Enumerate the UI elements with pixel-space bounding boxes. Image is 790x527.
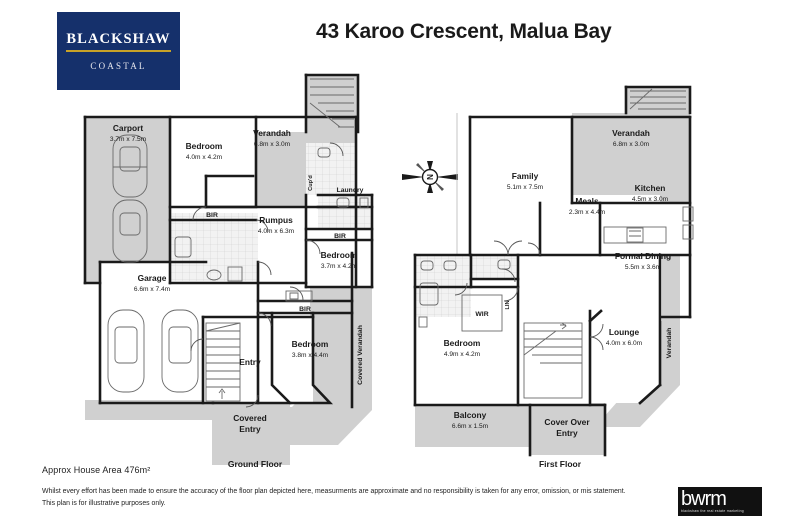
bedroom1-floor <box>170 117 256 217</box>
verandah-stair-area <box>306 75 358 132</box>
floorplan-svg: Carport 3.7m x 7.5m Bedroom 4.0m x 4.2m … <box>83 73 694 465</box>
compass-north-label: N <box>426 174 435 180</box>
carport-car-2 <box>112 199 148 263</box>
label-kitchen: Kitchen <box>635 183 666 193</box>
first-fixtures <box>418 88 694 399</box>
first-stairs <box>523 322 583 399</box>
label-meals: Meals <box>575 196 599 206</box>
label-bedroom-3: Bedroom <box>292 339 329 349</box>
first-floor-caption: First Floor <box>538 459 582 469</box>
label-formal-dining-dim: 5.5m x 3.6m <box>625 264 662 271</box>
garage-apron <box>85 400 213 420</box>
first-verandah-area <box>572 113 690 203</box>
disclaimer-text: Whilst every effort has been made to ens… <box>42 486 672 510</box>
cover-over-entry-area <box>530 403 605 455</box>
covered-entry-area <box>212 403 290 465</box>
label-bir-1: BIR <box>206 212 218 219</box>
disclaimer-line-1: Whilst every effort has been made to ens… <box>42 488 626 495</box>
label-balcony: Balcony <box>454 410 487 420</box>
label-ground-verandah: Verandah <box>253 128 291 138</box>
approx-house-area: Approx House Area 476m² <box>42 465 151 475</box>
label-cover-over-entry-line2: Entry <box>556 428 578 438</box>
ground-doors <box>190 142 344 408</box>
kitchen-bench <box>603 206 694 244</box>
label-bedroom-1-dim: 4.0m x 4.2m <box>186 154 223 161</box>
label-rumpus-dim: 4.0m x 6.3m <box>258 228 295 235</box>
carport-car-1 <box>112 134 148 198</box>
first-ensuite-tile <box>471 255 519 279</box>
lounge-floor <box>590 311 660 403</box>
label-meals-dim: 2.3m x 4.4m <box>569 209 606 216</box>
label-bir-3: BIR <box>299 306 311 313</box>
label-carport: Carport <box>113 123 143 133</box>
label-ground-verandah-dim: 6.8m x 3.0m <box>254 141 291 148</box>
first-stairhall-floor <box>518 255 590 405</box>
label-bedroom-1: Bedroom <box>186 141 223 151</box>
first-doors <box>454 240 604 351</box>
ground-floor-caption: Ground Floor <box>227 459 283 469</box>
label-side-verandah: Verandah <box>666 328 673 359</box>
dining-floor <box>590 253 662 321</box>
label-entry: Entry <box>239 357 261 367</box>
label-formal-dining: Formal Dining <box>615 251 671 261</box>
label-wir: WIR <box>475 311 488 318</box>
carport-area <box>85 117 170 282</box>
label-covered-entry-line1: Covered <box>233 413 267 423</box>
ground-bath-fixtures <box>174 147 369 302</box>
compass-rose: N <box>402 161 458 193</box>
first-bath-fixtures <box>418 259 511 328</box>
brand-name: BLACKSHAW <box>66 31 171 52</box>
brand-subtitle: COASTAL <box>90 61 147 71</box>
label-lin: LIN <box>505 300 511 309</box>
label-bedroom-2: Bedroom <box>321 250 358 260</box>
ground-floor-plan: Carport 3.7m x 7.5m Bedroom 4.0m x 4.2m … <box>83 73 374 465</box>
label-first-bedroom: Bedroom <box>444 338 481 348</box>
label-bedroom-2-dim: 3.7m x 4.2m <box>321 263 358 270</box>
label-covered-verandah: Covered Verandah <box>357 325 364 385</box>
label-lounge-dim: 4.0m x 6.0m <box>606 340 643 347</box>
ground-fixtures <box>107 78 369 402</box>
disclaimer-line-2: This plan is for illustrative purposes o… <box>42 500 166 508</box>
page-title: 43 Karoo Crescent, Malua Bay <box>316 20 612 43</box>
ground-room-labels: Carport 3.7m x 7.5m Bedroom 4.0m x 4.2m … <box>110 123 364 434</box>
wir-box <box>461 294 503 332</box>
balcony-area <box>415 403 530 447</box>
floorplan-canvas: Carport 3.7m x 7.5m Bedroom 4.0m x 4.2m … <box>0 55 790 465</box>
label-lounge: Lounge <box>609 327 640 337</box>
label-cover-over-entry-line1: Cover Over <box>544 417 590 427</box>
bwrm-logo: bwrm blackshaw the real estate marketing <box>678 487 762 516</box>
label-first-verandah: Verandah <box>612 128 650 138</box>
label-first-bedroom-dim: 4.9m x 4.2m <box>444 351 481 358</box>
label-laundry: Laundry <box>337 187 364 194</box>
bwrm-tagline: blackshaw the real estate marketing <box>681 508 744 513</box>
brand-logo: BLACKSHAW COASTAL <box>57 12 180 90</box>
garage-car-1 <box>107 309 145 393</box>
first-room-labels: Verandah 6.8m x 3.0m Family 5.1m x 7.5m … <box>444 128 673 438</box>
garage-car-2 <box>161 309 199 393</box>
label-garage-dim: 6.6m x 7.4m <box>134 286 171 293</box>
label-bedroom-3-dim: 3.8m x 4.4m <box>292 352 329 359</box>
label-family: Family <box>512 171 539 181</box>
laundry-tile <box>318 195 372 229</box>
label-garage: Garage <box>138 273 167 283</box>
label-rumpus: Rumpus <box>259 215 293 225</box>
ground-bathroom-tile <box>170 213 258 281</box>
label-covered-entry-line2: Entry <box>239 424 261 434</box>
label-family-dim: 5.1m x 7.5m <box>507 184 544 191</box>
label-balcony-dim: 6.6m x 1.5m <box>452 423 489 430</box>
label-bir-2: BIR <box>334 233 346 240</box>
first-walls <box>413 85 692 457</box>
label-cupd: Cup'd <box>308 175 314 191</box>
label-carport-dim: 3.7m x 7.5m <box>110 136 147 143</box>
verandah-stairs <box>309 78 354 128</box>
label-kitchen-dim: 4.5m x 3.0m <box>632 196 669 203</box>
bwrm-wordmark: bwrm <box>681 487 727 510</box>
ground-ensuite-tile <box>306 143 356 195</box>
label-first-verandah-dim: 6.8m x 3.0m <box>613 141 650 148</box>
ground-stairs <box>205 322 241 402</box>
first-floor-plan: Verandah 6.8m x 3.0m Family 5.1m x 7.5m … <box>413 85 694 457</box>
first-verandah-stairs <box>629 88 686 110</box>
